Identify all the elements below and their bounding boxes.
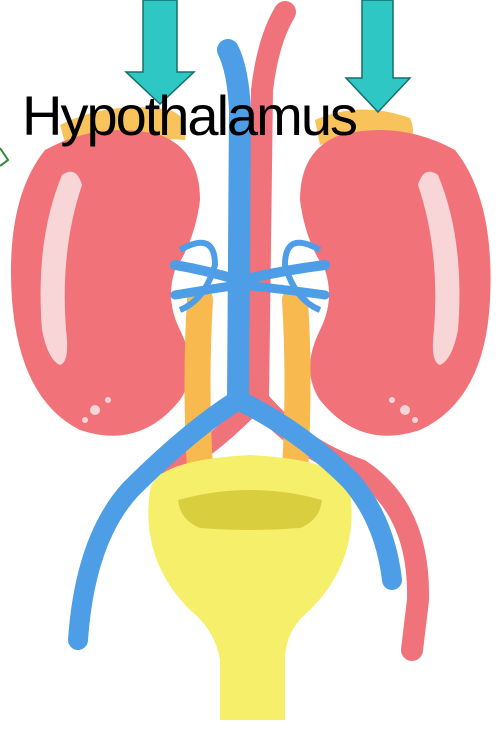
ureter-left (198, 300, 201, 470)
bladder-interior (178, 490, 322, 530)
kidney-right-dot (412, 417, 418, 423)
hypothalamus-label: Hypothalamus (22, 88, 356, 144)
kidney-right (300, 130, 491, 436)
kidney-right-dot (389, 397, 395, 403)
kidney-right-dot (400, 405, 410, 415)
kidney-left-dot (90, 405, 100, 415)
kidney-left (11, 130, 200, 436)
kidney-left-dot (105, 397, 111, 403)
green-marker-fragment (0, 148, 8, 166)
kidney-left-dot (82, 417, 88, 423)
